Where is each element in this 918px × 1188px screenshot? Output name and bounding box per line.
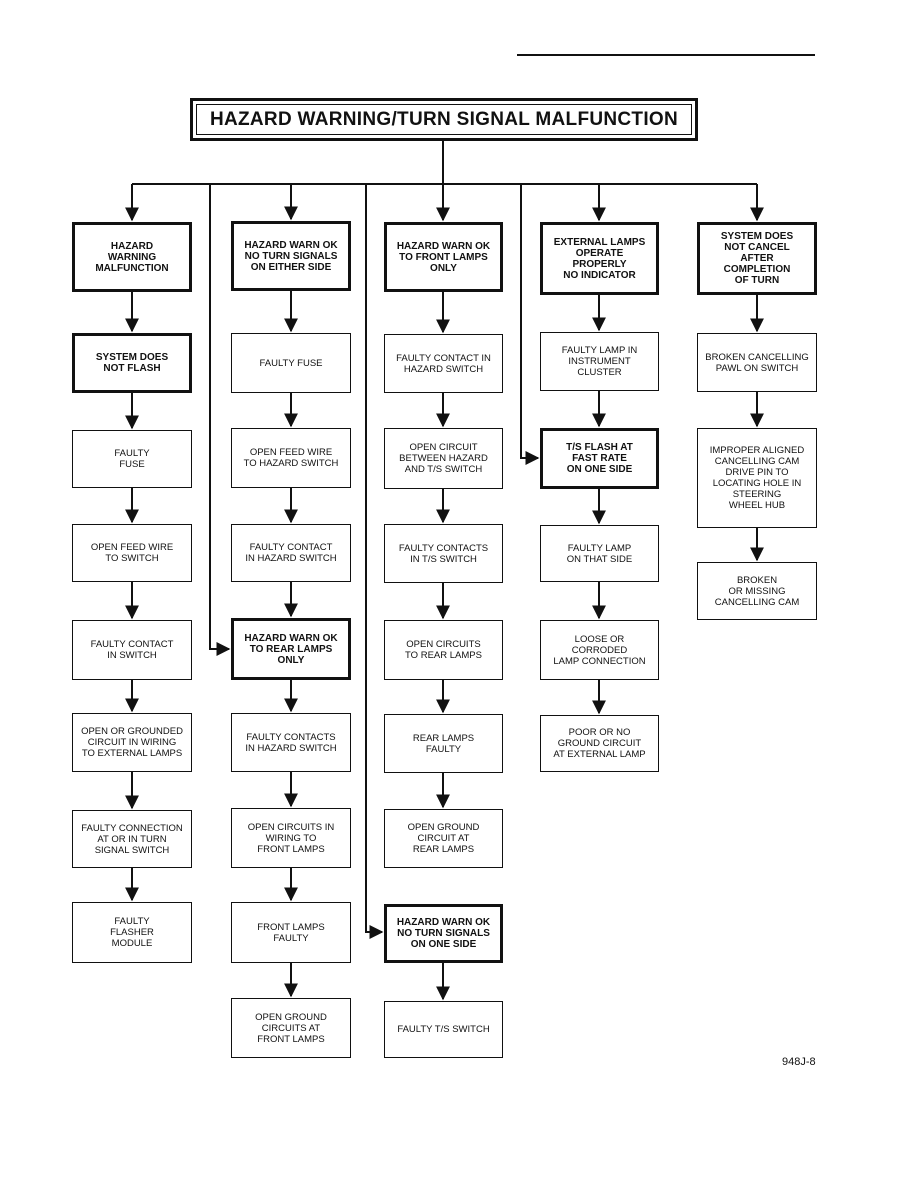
flowchart-title: HAZARD WARNING/TURN SIGNAL MALFUNCTION — [190, 98, 698, 141]
node-hazard-ok-front-lamps-only: HAZARD WARN OK TO FRONT LAMPS ONLY — [384, 222, 503, 292]
node-col2-faulty-fuse: FAULTY FUSE — [231, 333, 351, 393]
node-open-feed-wire-to-switch: OPEN FEED WIRE TO SWITCH — [72, 524, 192, 582]
node-no-turn-signals-either-side: HAZARD WARN OK NO TURN SIGNALS ON EITHER… — [231, 221, 351, 291]
node-broken-missing-cancelling-cam: BROKEN OR MISSING CANCELLING CAM — [697, 562, 817, 620]
node-open-or-grounded-circuit: OPEN OR GROUNDED CIRCUIT IN WIRING TO EX… — [72, 713, 192, 772]
node-faulty-lamp-that-side: FAULTY LAMP ON THAT SIDE — [540, 525, 659, 582]
node-external-lamps-no-indicator: EXTERNAL LAMPS OPERATE PROPERLY NO INDIC… — [540, 222, 659, 295]
node-faulty-ts-switch: FAULTY T/S SWITCH — [384, 1001, 503, 1058]
node-no-turn-signals-one-side: HAZARD WARN OK NO TURN SIGNALS ON ONE SI… — [384, 904, 503, 963]
node-faulty-fuse: FAULTY FUSE — [72, 430, 192, 488]
node-loose-corroded-lamp-connection: LOOSE OR CORRODED LAMP CONNECTION — [540, 620, 659, 680]
node-open-ground-front-lamps: OPEN GROUND CIRCUITS AT FRONT LAMPS — [231, 998, 351, 1058]
node-faulty-flasher-module: FAULTY FLASHER MODULE — [72, 902, 192, 963]
node-ts-flash-fast-rate: T/S FLASH AT FAST RATE ON ONE SIDE — [540, 428, 659, 489]
node-faulty-contacts-ts-switch: FAULTY CONTACTS IN T/S SWITCH — [384, 524, 503, 583]
node-open-feed-wire-hazard-switch: OPEN FEED WIRE TO HAZARD SWITCH — [231, 428, 351, 488]
node-broken-cancelling-pawl: BROKEN CANCELLING PAWL ON SWITCH — [697, 333, 817, 392]
node-poor-ground-external-lamp: POOR OR NO GROUND CIRCUIT AT EXTERNAL LA… — [540, 715, 659, 772]
node-faulty-connection-turn-signal-switch: FAULTY CONNECTION AT OR IN TURN SIGNAL S… — [72, 810, 192, 868]
node-system-does-not-flash: SYSTEM DOES NOT FLASH — [72, 333, 192, 393]
node-faulty-contact-in-hazard-switch: FAULTY CONTACT IN HAZARD SWITCH — [384, 334, 503, 393]
node-faulty-contact-in-switch: FAULTY CONTACT IN SWITCH — [72, 620, 192, 680]
node-hazard-ok-rear-lamps-only: HAZARD WARN OK TO REAR LAMPS ONLY — [231, 618, 351, 680]
node-faulty-contact-hazard-switch: FAULTY CONTACT IN HAZARD SWITCH — [231, 524, 351, 582]
node-front-lamps-faulty: FRONT LAMPS FAULTY — [231, 902, 351, 963]
node-hazard-warning-malfunction: HAZARD WARNING MALFUNCTION — [72, 222, 192, 292]
node-open-circuits-front-lamps: OPEN CIRCUITS IN WIRING TO FRONT LAMPS — [231, 808, 351, 868]
node-rear-lamps-faulty: REAR LAMPS FAULTY — [384, 714, 503, 773]
figure-id: 948J-8 — [782, 1056, 816, 1068]
connector-branch — [365, 184, 384, 939]
connector-branch — [209, 184, 231, 656]
node-system-does-not-cancel: SYSTEM DOES NOT CANCEL AFTER COMPLETION … — [697, 222, 817, 295]
connector-branch — [520, 184, 540, 465]
node-open-ground-rear-lamps: OPEN GROUND CIRCUIT AT REAR LAMPS — [384, 809, 503, 868]
node-open-circuit-hazard-ts-switch: OPEN CIRCUIT BETWEEN HAZARD AND T/S SWIT… — [384, 428, 503, 489]
node-open-circuits-rear-lamps: OPEN CIRCUITS TO REAR LAMPS — [384, 620, 503, 680]
node-faulty-contacts-hazard-switch: FAULTY CONTACTS IN HAZARD SWITCH — [231, 713, 351, 772]
node-faulty-lamp-instrument-cluster: FAULTY LAMP IN INSTRUMENT CLUSTER — [540, 332, 659, 391]
node-improper-aligned-cancelling-cam: IMPROPER ALIGNED CANCELLING CAM DRIVE PI… — [697, 428, 817, 528]
